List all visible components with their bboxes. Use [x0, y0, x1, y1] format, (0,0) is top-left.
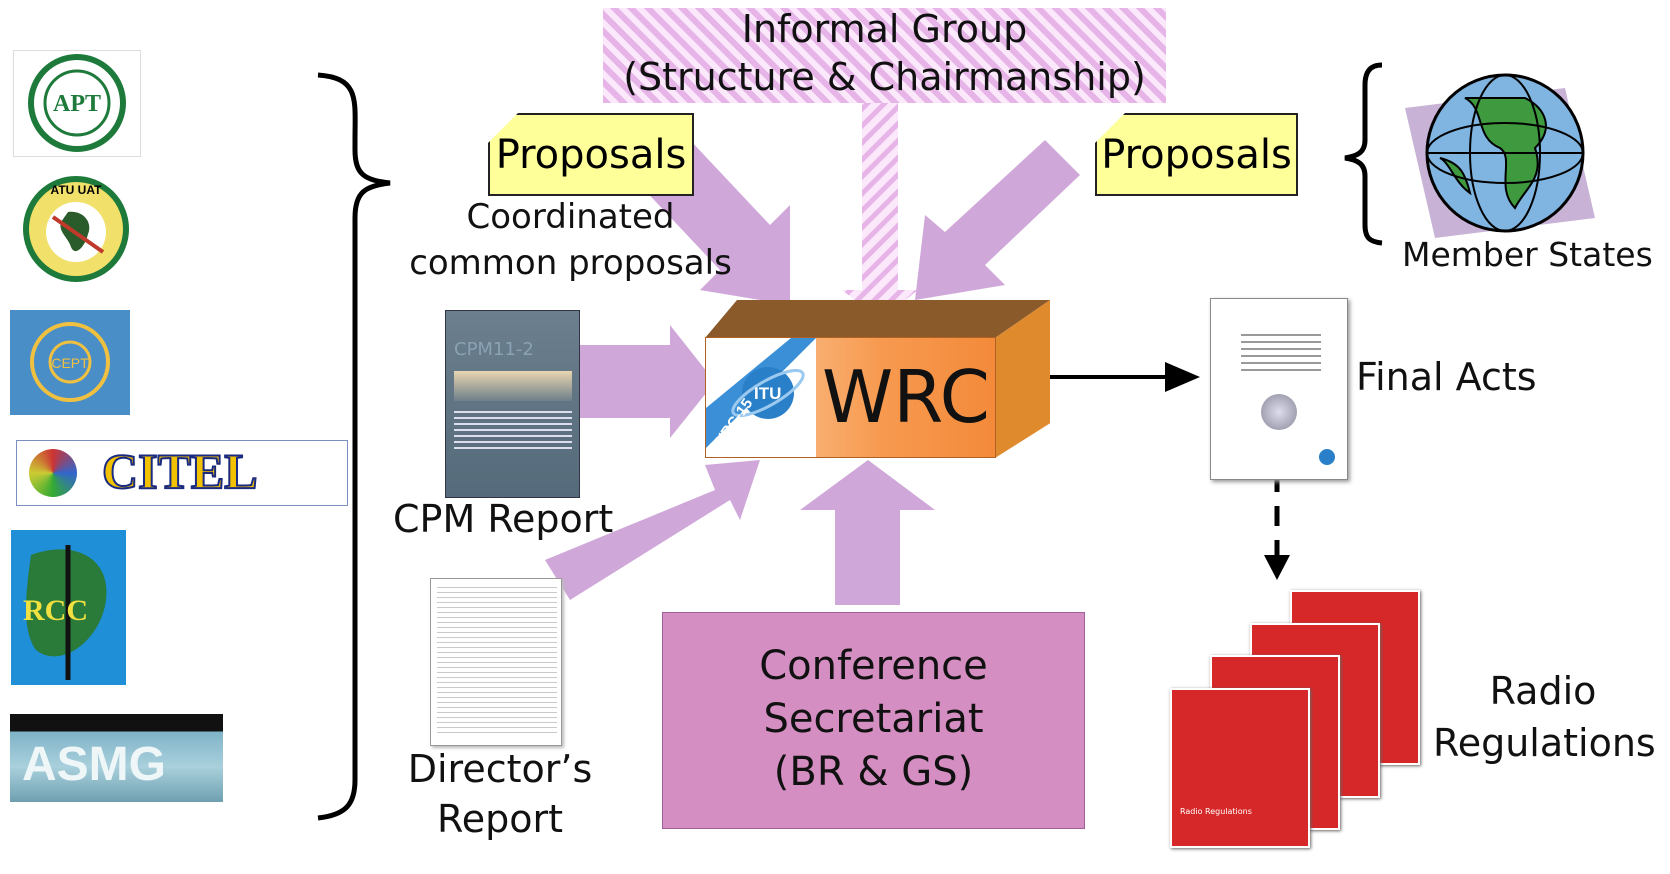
wrc-box: ITU WRC-15 WRC	[705, 300, 1050, 458]
wrc-label: WRC	[822, 355, 990, 439]
globe-icon	[1405, 73, 1595, 238]
arrow-informal-group	[842, 95, 918, 320]
proposals-note-right: Proposals	[1095, 113, 1298, 196]
radio-regulations-line2: Regulations	[1433, 721, 1656, 765]
atu-logo-text: ATU UAT	[51, 183, 103, 197]
oas-emblem-icon	[29, 449, 77, 497]
citel-logo: CITEL	[16, 440, 348, 506]
cept-logo-text: CEPT	[51, 355, 89, 371]
apt-logo-icon: APT	[28, 54, 126, 152]
arrow-right-proposals	[915, 140, 1080, 300]
apt-logo: APT	[13, 50, 141, 157]
rcc-logo-icon: RCC	[23, 545, 107, 680]
directors-report-line1: Director’s	[407, 747, 593, 791]
itu-wrc-logo-icon: ITU WRC-15	[706, 338, 816, 452]
citel-logo-text: CITEL	[101, 443, 259, 499]
asmg-logo-text: ASMG	[22, 738, 166, 791]
member-states-label: Member States	[1402, 235, 1653, 274]
rcc-logo-text: RCC	[23, 594, 88, 627]
proposals-note-left: Proposals	[488, 113, 694, 196]
informal-group-line2: (Structure & Chairmanship)	[623, 55, 1146, 99]
atu-logo: ATU UAT	[13, 172, 139, 287]
proposals-right-label: Proposals	[1101, 131, 1292, 178]
cpm-report-cover: CPM11-2	[445, 310, 580, 498]
rr-volume-1: Radio Regulations	[1170, 688, 1310, 848]
informal-group-box: Informal Group (Structure & Chairmanship…	[603, 8, 1166, 103]
arrow-secretariat	[800, 460, 935, 605]
secretariat-line1: Conference	[759, 643, 988, 689]
wrc-logo-itu-text: ITU	[754, 384, 781, 403]
final-acts-label: Final Acts	[1356, 355, 1537, 399]
arrow-to-final-acts-head	[1165, 362, 1200, 392]
atu-logo-icon: ATU UAT	[23, 176, 129, 282]
final-acts-cover	[1210, 298, 1348, 480]
rcc-logo: RCC	[11, 530, 126, 685]
cept-logo-icon: CEPT	[30, 322, 110, 402]
informal-group-line1: Informal Group	[741, 7, 1028, 51]
final-acts-itu-icon	[1319, 449, 1335, 465]
final-acts-title-lines	[1241, 334, 1321, 374]
directors-report-line2: Report	[437, 797, 563, 841]
coordinated-line2: common proposals	[409, 243, 732, 283]
radio-regulations-line1: Radio	[1489, 669, 1597, 713]
cpm-cover-title: CPM11-2	[454, 339, 534, 360]
cpm-cover-text	[454, 411, 572, 451]
wrc-box-front: ITU WRC-15 WRC	[705, 337, 996, 458]
cpm-cover-image	[454, 371, 572, 401]
arrow-cpm-report	[580, 325, 715, 438]
arrow-directors-report	[545, 460, 760, 600]
proposals-left-label: Proposals	[495, 131, 687, 178]
cept-logo: CEPT	[10, 310, 130, 415]
asmg-logo: ASMG	[10, 714, 223, 802]
secretariat-line2: Secretariat	[763, 696, 984, 742]
wrc-box-top	[705, 300, 1050, 338]
apt-logo-text: APT	[53, 91, 101, 117]
wrc-logo: ITU WRC-15	[706, 338, 816, 457]
secretariat-box: Conference Secretariat (BR & GS)	[662, 612, 1085, 829]
cpm-report-label: CPM Report	[393, 497, 614, 541]
directors-report-cover	[430, 578, 562, 746]
member-states-graphic	[1405, 68, 1605, 243]
rr-cover-title: Radio Regulations	[1180, 807, 1252, 816]
radio-regulations-stack: Radio Regulations	[1167, 585, 1425, 850]
arrow-final-acts-to-rr-head	[1264, 555, 1290, 580]
satellite-icon	[1261, 394, 1297, 430]
secretariat-line3: (BR & GS)	[773, 749, 974, 795]
directors-report-text	[437, 587, 557, 737]
left-brace	[317, 72, 391, 821]
right-brace	[1344, 62, 1383, 246]
coordinated-line1: Coordinated	[466, 197, 675, 237]
